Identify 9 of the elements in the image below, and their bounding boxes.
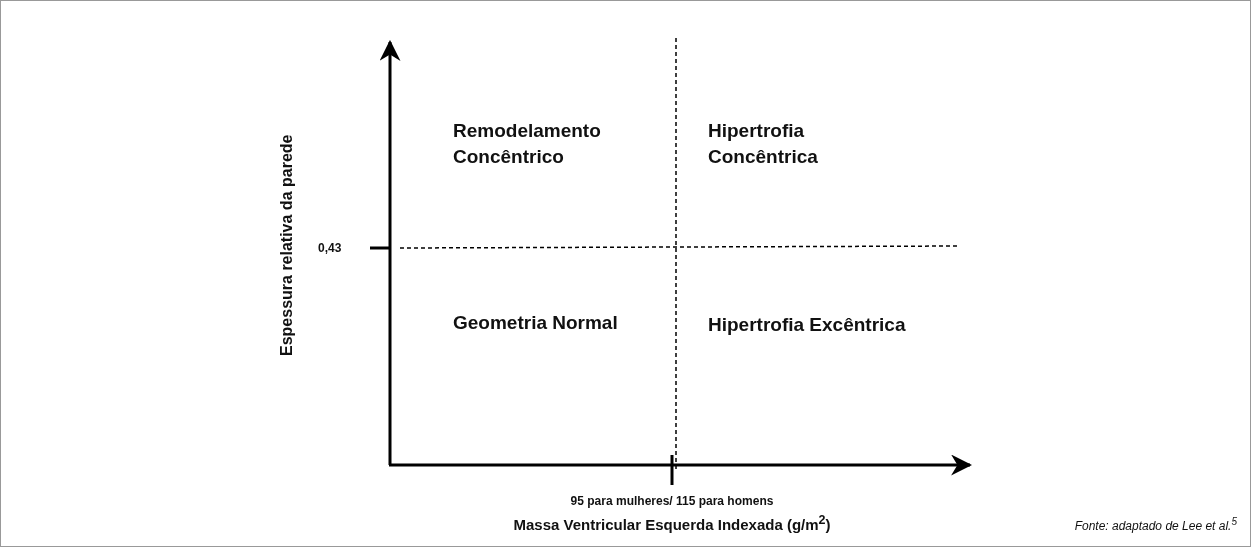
source-note: Fonte: adaptado de Lee et al.$^{5}$ [1074, 516, 1237, 533]
axis-title: Massa Ventricular Esquerda Indexada (g/m$^{2}$) [512, 513, 832, 533]
axis-title: Espessura relativa da parede [278, 133, 296, 358]
quadrant-label: Hipertrofia Excêntrica [708, 313, 907, 337]
quadrant-label: Geometria Normal [453, 311, 619, 335]
quadrant-label: Hipertrofia Concêntrica [708, 119, 819, 169]
tick-label: 0,43 [318, 241, 342, 255]
quadrant-label: Remodelamento Concêntrico [453, 119, 602, 169]
tick-label: 95 para mulheres/ 115 para homens [569, 494, 775, 508]
